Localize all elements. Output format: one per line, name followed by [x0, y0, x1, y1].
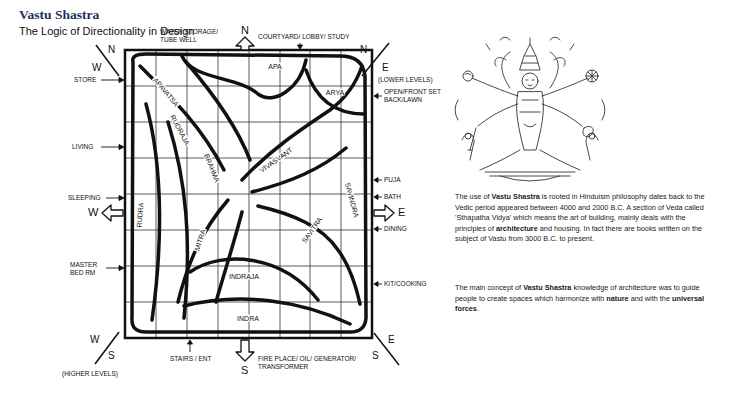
room-label: STORE — [74, 76, 96, 84]
room-label: STAIRS / ENT — [170, 355, 211, 363]
level-note: (HIGHER LEVELS) — [62, 370, 118, 378]
room-label: FIRE PLACE/ OIL/ GENERATOR/ TRANSFORMER — [258, 355, 358, 371]
grid — [125, 50, 372, 338]
mandala-curves — [132, 54, 366, 332]
emphasis-text: architecture — [496, 224, 538, 233]
compass-letter: S — [108, 350, 115, 362]
emphasis-text: Vastu Shastra — [492, 192, 540, 201]
room-label: KIT/COOKING — [384, 280, 427, 288]
leader-arrows — [101, 43, 382, 352]
compass-letter: E — [398, 206, 405, 219]
compass-arrows — [102, 37, 394, 361]
room-label: COURTYARD/ LOBBY/ STUDY — [258, 33, 350, 41]
emphasis-text: nature — [606, 294, 628, 303]
compass-letter: E — [382, 62, 389, 74]
compass-letter: S — [241, 364, 248, 377]
compass-letter: W — [92, 62, 101, 74]
room-label: DINING — [384, 225, 407, 233]
compass-letter: E — [388, 334, 395, 346]
room-label: PUJA — [384, 176, 401, 184]
emphasis-text: Vastu Shastra — [523, 283, 571, 292]
compass-letter: N — [241, 24, 249, 37]
page-title: Vastu Shastra — [19, 7, 99, 23]
deity-zone: INDRAJA — [228, 273, 260, 280]
room-label: LIVING — [72, 143, 93, 151]
compass-letter: N — [108, 44, 115, 56]
description-paragraph: The main concept ofVastu Shastraknowledg… — [455, 283, 717, 315]
compass-letter: S — [372, 350, 379, 362]
grid-border — [125, 50, 372, 338]
room-label: OPEN/FRONT SET BACK/LAWN — [384, 88, 444, 104]
compass-letter: W — [90, 334, 99, 346]
compass-letter: W — [88, 206, 98, 219]
body-text: The use of — [455, 192, 489, 201]
description-paragraph: The use ofVastu Shastrais rooted in Hind… — [455, 192, 717, 245]
compass-letter: N — [360, 44, 367, 56]
deity-zone: MITRA — [193, 228, 207, 253]
deity-zone: APA — [267, 63, 283, 70]
body-text: and with the — [631, 294, 670, 303]
deity-zone: ARYA — [325, 89, 345, 96]
room-label: SLEEPING — [68, 194, 101, 202]
corner-slashes — [95, 43, 399, 365]
room-label: MASTER BED RM — [70, 261, 106, 277]
room-label: WATER STORAGE/ TUBE WELL — [160, 28, 226, 44]
deity-zone: SAVINDRA — [344, 181, 360, 219]
room-label: BATH — [384, 193, 401, 201]
deity-illustration — [455, 37, 605, 181]
deity-zone: RUDRA — [135, 201, 144, 228]
body-text: . — [477, 304, 479, 313]
level-note: (LOWER LEVELS) — [378, 76, 433, 84]
body-text: The main concept of — [455, 283, 521, 292]
deity-zone: INDRA — [236, 315, 260, 322]
